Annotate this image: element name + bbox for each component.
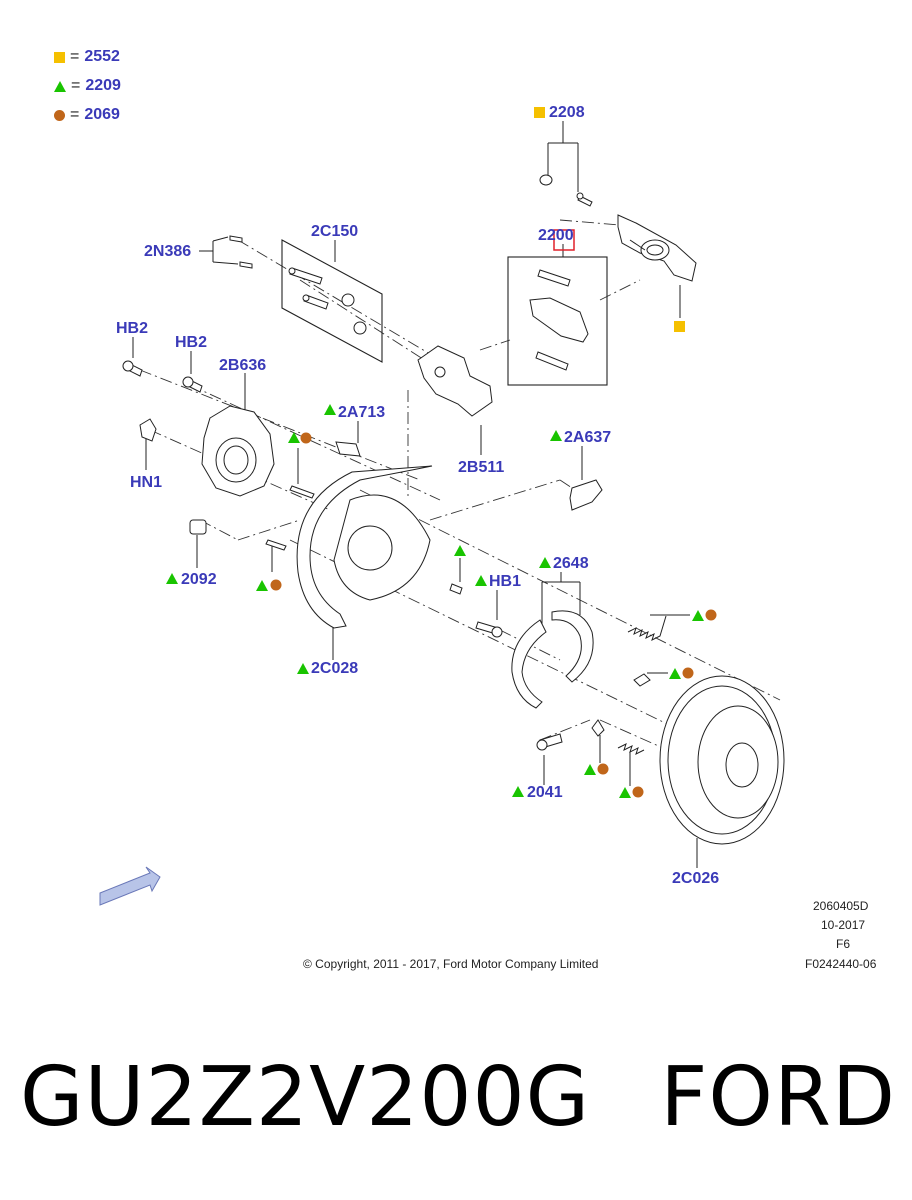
drawing-code: 2060405D	[813, 899, 869, 913]
callout-label: 2092	[181, 571, 217, 588]
callout-label: 2041	[527, 784, 563, 801]
legend-row-circle: =2069	[54, 105, 120, 125]
exploded-brake-diagram	[99, 107, 785, 906]
callout-label: 2B636	[219, 357, 267, 374]
callout-symbols	[166, 107, 717, 798]
legend-row-square: =2552	[54, 47, 120, 67]
part-number: GU2Z2V200G	[20, 1050, 591, 1145]
copyright-text: © Copyright, 2011 - 2017, Ford Motor Com…	[303, 957, 599, 971]
callout-label: 2C028	[311, 660, 359, 677]
callout-label: 2208	[549, 104, 585, 121]
callout-label: 2648	[553, 555, 589, 572]
callout-label: 2N386	[144, 243, 192, 260]
drawing-page: F6	[836, 937, 851, 951]
legend-value: 2069	[84, 106, 120, 123]
callout-label: 2C026	[672, 870, 720, 887]
legend-value: 2209	[85, 77, 121, 94]
callout-label: 2A713	[338, 404, 386, 421]
footer-caption: GU2Z2V200G FORD	[20, 1050, 900, 1145]
callout-label: 2B511	[458, 459, 505, 476]
callout-label: HB2	[116, 320, 149, 337]
callout-label: HN1	[130, 474, 163, 491]
legend-row-triangle: =2209	[54, 76, 121, 96]
brown-circle-icon	[54, 109, 65, 121]
callout-label: HB2	[175, 334, 208, 351]
brand-name: FORD	[660, 1050, 897, 1145]
drawing-date: 10-2017	[821, 918, 866, 932]
drawing-reference: F0242440-06	[805, 957, 877, 971]
green-triangle-icon	[54, 80, 66, 92]
callout-label: HB1	[489, 573, 522, 590]
callout-label: 2A637	[564, 429, 612, 446]
legend-value: 2552	[84, 48, 120, 65]
callout-label: 2C150	[311, 223, 359, 240]
yellow-square-icon	[54, 51, 65, 63]
callout-label: 2200	[538, 227, 574, 244]
